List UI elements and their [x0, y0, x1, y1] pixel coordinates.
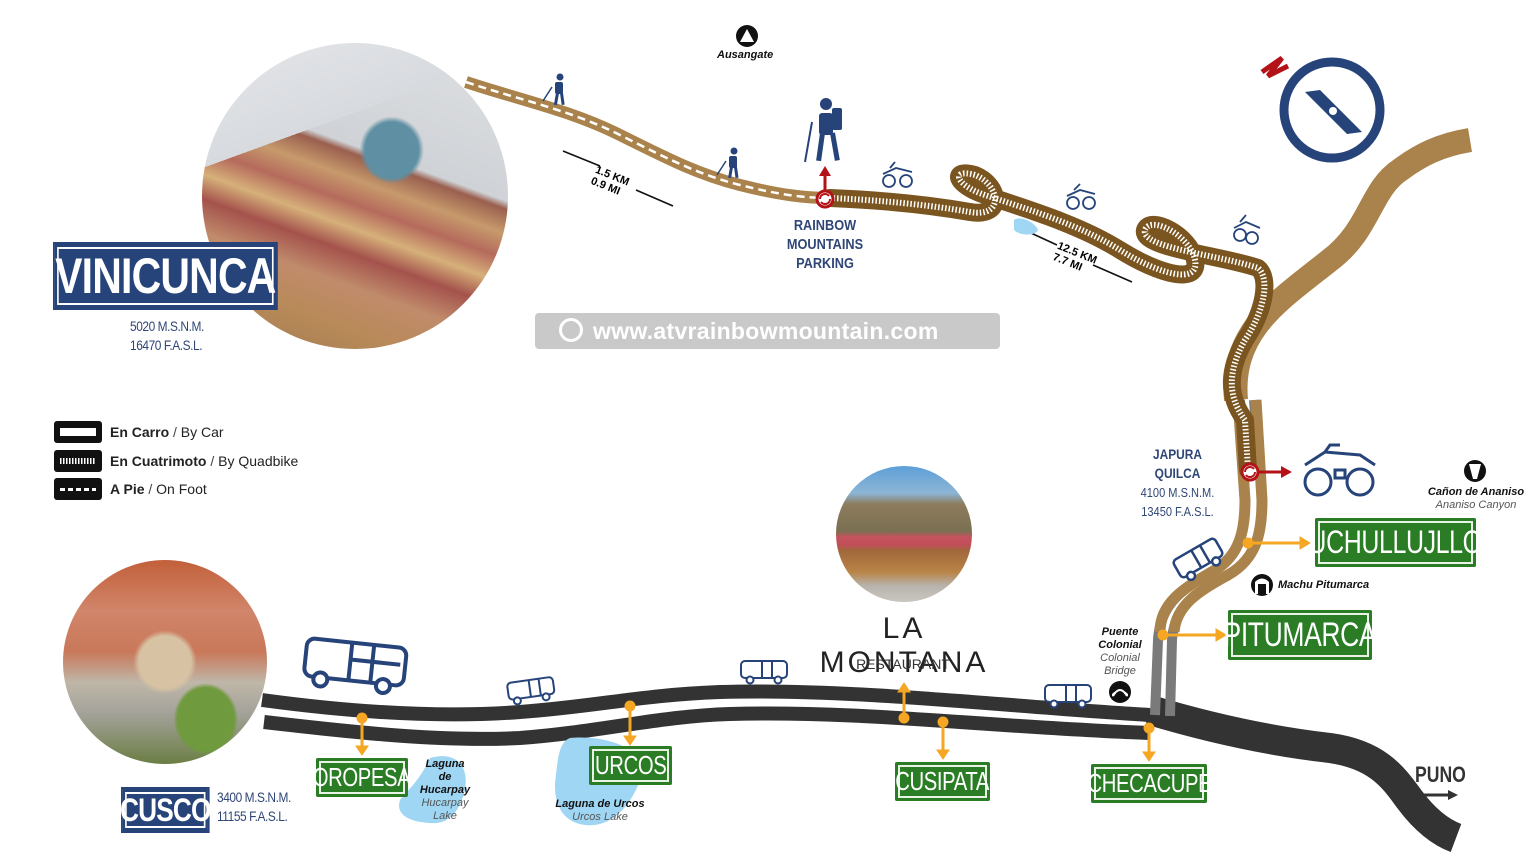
parking-line2: PARKING: [796, 255, 854, 272]
label-machu-pitumarca: Machu Pitumarca: [1278, 579, 1370, 591]
label-canon-ananiso: Cañon de Ananiso Ananiso Canyon: [1420, 486, 1532, 512]
photo-la-montana-restaurant: [836, 466, 972, 602]
road-to-pitumarca: [1150, 399, 1268, 717]
legend-item-foot: A Pie / On Foot: [54, 478, 207, 500]
town-name-checacupe: CHECACUPE: [1087, 768, 1211, 798]
legend-quad-en: By Quadbike: [218, 453, 299, 469]
hucarpay-es2: de: [438, 771, 452, 783]
transfer-point-japura: [1240, 462, 1292, 482]
origin-name: CUSCO: [119, 791, 211, 828]
bus-icon-small-4: [1172, 537, 1224, 582]
hucarpay-en1: Hucarpay: [421, 797, 469, 809]
legend-foot-es: A Pie: [110, 481, 145, 497]
car-road-north: [1223, 128, 1473, 402]
label-japura-quilca: JAPURA QUILCA 4100 M.S.N.M. 13450 F.A.S.…: [1130, 445, 1225, 521]
puente-es1: Puente: [1101, 626, 1139, 638]
legend-item-car: En Carro / By Car: [54, 421, 224, 443]
town-sign-urcos[interactable]: URCOS: [589, 746, 672, 785]
destination-altitude: 5020 M.S.N.M. 16470 F.A.S.L.: [130, 317, 217, 355]
legend-car-swatch: [54, 421, 102, 443]
canon-en: Ananiso Canyon: [1435, 499, 1517, 511]
town-name-cusipata: CUSIPATA: [895, 766, 990, 796]
puente-en2: Bridge: [1104, 665, 1136, 677]
highway-cusco-puno: [261, 684, 1462, 853]
hucarpay-es1: Laguna: [425, 758, 465, 770]
ruins-icon-machu-pitumarca: [1251, 574, 1273, 596]
altitude-meters: 5020 M.S.N.M.: [130, 318, 204, 334]
foot-trail: [464, 76, 831, 204]
distance-marker-foot: [562, 150, 674, 207]
origin-sign-cusco: CUSCO: [119, 787, 211, 833]
bus-icon-small-1: [506, 676, 556, 706]
label-laguna-urcos: Laguna de Urcos Urcos Lake: [545, 798, 655, 824]
bus-icon-small-2: [740, 660, 788, 685]
legend-quad-swatch: [54, 450, 102, 472]
puente-en1: Colonial: [1100, 652, 1140, 664]
altitude-feet: 16470 F.A.S.L.: [130, 337, 203, 353]
hiker-icon-large: [804, 98, 842, 163]
origin-altitude-m: 3400 M.S.N.M.: [217, 789, 291, 805]
hucarpay-en2: Lake: [433, 810, 457, 822]
lake-hucarpay: [399, 756, 466, 824]
label-puno: PUNO: [1415, 762, 1466, 787]
label-ausangate: Ausangate: [717, 49, 774, 61]
quad-icon-3: [1233, 214, 1261, 245]
legend-car-en: By Car: [180, 424, 224, 440]
website-banner[interactable]: www.atvrainbowmountain.com: [535, 313, 1000, 349]
town-pins: [355, 536, 1311, 762]
legend-foot-en: On Foot: [156, 481, 207, 497]
destination-name: VINICUNCA: [55, 248, 276, 304]
globe-icon: [559, 318, 583, 342]
hiker-icon-small-2: [716, 147, 739, 179]
restaurant-logo-name: LA MONTANA: [819, 612, 989, 679]
town-sign-uchullujllo[interactable]: UCHULLUJLLO: [1309, 518, 1483, 567]
town-name-pitumarca: PITUMARCA: [1223, 615, 1377, 654]
label-laguna-hucarpay: Laguna de Hucarpay Hucarpay Lake: [412, 758, 478, 823]
canyon-icon: [1464, 460, 1486, 482]
mountain-icon-ausangate: [736, 25, 758, 47]
legend-foot-swatch: [54, 478, 102, 500]
quad-icon-2: [1066, 183, 1096, 210]
bridge-icon: [1109, 681, 1131, 703]
urcos-lake-en: Urcos Lake: [572, 811, 628, 823]
town-sign-cusipata[interactable]: CUSIPATA: [895, 762, 990, 801]
hucarpay-es3: Hucarpay: [419, 784, 471, 796]
origin-altitude: 3400 M.S.N.M. 11155 F.A.S.L.: [217, 788, 304, 826]
hiker-icon-small-1: [542, 73, 565, 106]
urcos-lake-es: Laguna de Urcos: [555, 798, 645, 810]
quad-icon-1: [882, 161, 913, 188]
lake-small-trail: [1014, 218, 1038, 235]
puente-es2: Colonial: [1098, 639, 1142, 651]
transfer-point-parking: [815, 166, 835, 209]
bus-icon-large: [302, 636, 409, 696]
restaurant-logo-sub: RESTAURANT: [856, 656, 950, 672]
legend-item-quad: En Cuatrimoto / By Quadbike: [54, 450, 298, 472]
bus-icon-small-3: [1044, 684, 1092, 709]
compass-icon: [1260, 55, 1385, 163]
photo-cusco-plaza: [63, 560, 267, 764]
japura-name: JAPURA QUILCA: [1153, 446, 1202, 481]
origin-altitude-ft: 11155 F.A.S.L.: [217, 808, 288, 824]
japura-altitude-m: 4100 M.S.N.M.: [1140, 485, 1215, 500]
canon-es: Cañon de Ananiso: [1427, 486, 1525, 498]
label-puente-colonial: Puente Colonial Colonial Bridge: [1090, 626, 1150, 678]
website-url: www.atvrainbowmountain.com: [593, 317, 939, 344]
town-name-oropesa: OROPESA: [313, 762, 411, 792]
legend-quad-es: En Cuatrimoto: [110, 453, 207, 469]
town-name-uchullujllo: UCHULLUJLLO: [1308, 524, 1483, 560]
quad-icon-large: [1303, 443, 1376, 497]
town-name-urcos: URCOS: [594, 750, 667, 780]
town-sign-pitumarca[interactable]: PITUMARCA: [1224, 610, 1377, 660]
parking-line1: RAINBOW MOUNTAINS: [786, 217, 864, 253]
legend-car-es: En Carro: [110, 424, 170, 440]
puno-arrow-icon: [1420, 790, 1458, 800]
quad-trail: [821, 164, 1274, 479]
town-sign-checacupe[interactable]: CHECACUPE: [1087, 764, 1211, 803]
japura-altitude-ft: 13450 F.A.S.L.: [1141, 504, 1214, 519]
town-sign-oropesa[interactable]: OROPESA: [313, 758, 411, 797]
label-rainbow-parking: RAINBOW MOUNTAINS PARKING: [766, 216, 885, 273]
destination-sign-vinicunca: VINICUNCA: [53, 242, 278, 310]
